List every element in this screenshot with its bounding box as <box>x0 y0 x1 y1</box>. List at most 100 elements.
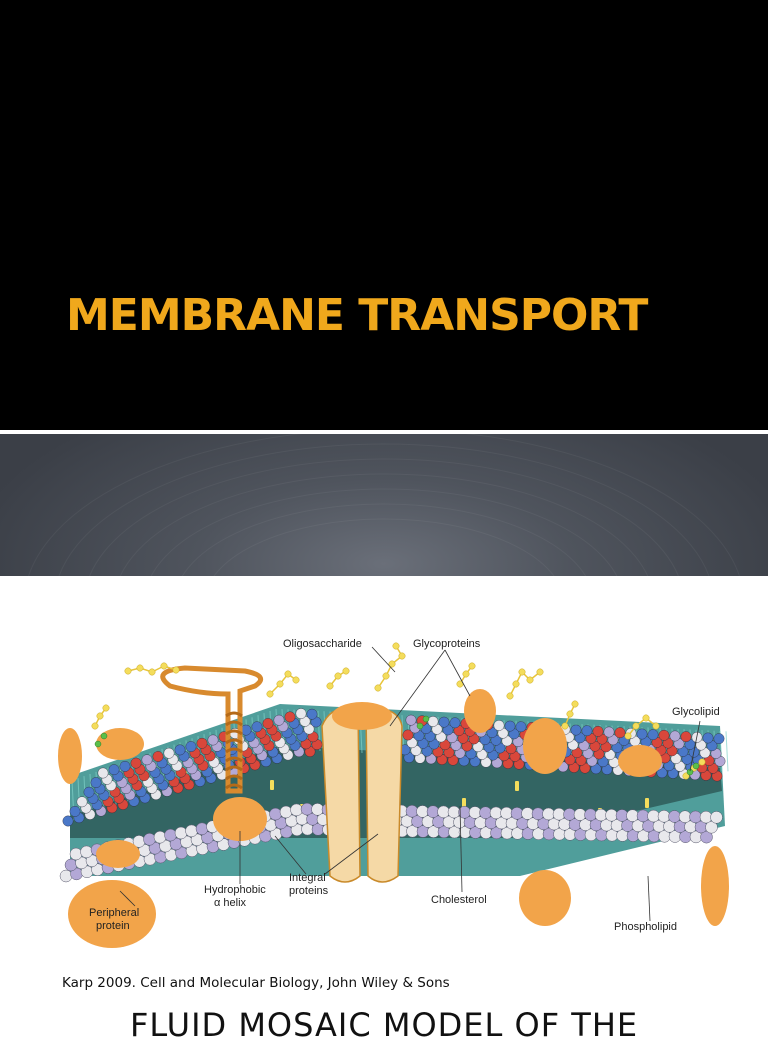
protein-lower-left <box>96 840 140 868</box>
lipid-head <box>449 717 461 729</box>
sugar-unit <box>682 772 690 780</box>
lipid-head <box>592 725 604 737</box>
lipid-head <box>427 716 439 727</box>
sugar-unit <box>334 672 342 680</box>
lipid-head <box>680 731 692 743</box>
cholesterol-molecule <box>645 798 649 808</box>
lipid-head <box>284 711 296 723</box>
alpha-helix-turn <box>225 765 243 772</box>
label-cholesterol: Cholesterol <box>431 894 487 906</box>
lipid-head-lower <box>689 810 702 824</box>
lipid-head-lower <box>269 807 282 821</box>
lipid-head-lower <box>279 805 293 819</box>
sugar-unit <box>506 692 514 700</box>
sugar-unit <box>632 722 640 730</box>
sugar-unit <box>561 722 569 730</box>
lipid-head <box>251 721 263 733</box>
lipid-head-lower <box>290 803 303 817</box>
lipid-head-lower <box>542 807 555 821</box>
lipid-head-lower <box>426 805 440 818</box>
helix-protein-base <box>213 797 267 841</box>
lipid-head <box>196 737 208 749</box>
lipid-head <box>174 744 186 756</box>
lipid-head-lower <box>705 820 718 834</box>
alpha-helix-turn <box>225 756 243 763</box>
sugar-unit <box>292 676 300 684</box>
lipid-head-lower <box>626 809 639 822</box>
channel-protein-left <box>321 707 361 883</box>
lipid-tail <box>725 731 729 772</box>
lipid-head-lower <box>710 811 723 824</box>
sugar-unit <box>326 682 334 690</box>
label-hydrophobic-line1: Hydrophobic <box>204 884 266 896</box>
next-slide-title: FLUID MOSAIC MODEL OF THE <box>130 1006 639 1044</box>
leader-line <box>459 805 463 893</box>
lipid-head-lower <box>657 810 671 823</box>
lipid-head-lower <box>636 809 650 823</box>
membrane-illustration <box>58 642 729 948</box>
sugar-unit <box>536 668 544 676</box>
leader-line <box>647 875 651 922</box>
lipid-head-lower <box>605 808 618 822</box>
channel-protein-right <box>365 707 403 883</box>
glycolipid-sugar <box>692 762 700 770</box>
lipid-head-lower <box>521 807 534 820</box>
label-phospholipid: Phospholipid <box>614 921 677 933</box>
protein-blob-left <box>96 728 144 760</box>
lipid-head <box>141 754 153 766</box>
sugar-unit <box>342 667 350 675</box>
lipid-head <box>62 815 74 827</box>
sugar-unit <box>392 642 400 650</box>
label-peripheral-line1: Peripheral <box>89 907 140 919</box>
lipid-head <box>515 721 527 733</box>
lipid-head-lower <box>500 806 513 820</box>
leader-line <box>389 649 446 727</box>
lipid-head <box>603 726 615 738</box>
leader-line <box>444 649 471 697</box>
fluid-mosaic-diagram: Oligosaccharide Glycoproteins Glycolipid… <box>0 576 768 1024</box>
lipid-head <box>130 757 142 769</box>
alpha-helix-turn <box>225 783 243 790</box>
sugar-unit <box>642 714 650 722</box>
band-arcs <box>28 434 740 576</box>
lipid-head <box>614 727 626 739</box>
lipid-head <box>262 718 274 729</box>
peripheral-protein <box>68 880 156 948</box>
lipid-head-lower <box>584 808 597 822</box>
sugar-unit <box>526 676 534 684</box>
lipid-head <box>438 716 450 728</box>
leader-line <box>324 833 379 875</box>
sugar-unit <box>462 670 470 678</box>
glycolipid-sugar <box>416 722 424 730</box>
lipid-head <box>306 708 318 720</box>
sugar-unit <box>512 680 520 688</box>
sugar-unit <box>284 670 292 678</box>
lipid-head <box>295 708 307 719</box>
label-glycolipid: Glycolipid <box>672 706 720 718</box>
lipid-head <box>76 796 88 808</box>
lipid-head-lower <box>195 822 209 836</box>
lipid-head-lower <box>468 806 482 819</box>
sugar-unit <box>276 680 284 688</box>
cholesterol-molecule <box>462 798 466 808</box>
lipid-head <box>108 764 120 776</box>
channel-protein-cap <box>332 702 392 730</box>
lipid-head-lower <box>552 807 566 821</box>
sugar-unit <box>148 668 156 676</box>
lipid-head <box>207 734 219 746</box>
label-hydrophobic-line2: α helix <box>214 897 247 909</box>
glycoprotein-blob <box>464 689 496 733</box>
lipid-head-lower <box>405 804 419 818</box>
lipid-head-lower <box>143 833 156 846</box>
glycolipid-sugar <box>100 732 108 740</box>
sugar-unit <box>388 660 396 668</box>
title-slide: MEMBRANE TRANSPORT <box>0 0 768 576</box>
label-integral-line2: proteins <box>289 885 329 897</box>
lipid-head <box>90 777 102 789</box>
lipid-head-lower <box>174 826 188 840</box>
lipid-head-lower <box>678 810 692 823</box>
cholesterol-molecule <box>270 780 274 790</box>
lipid-head <box>713 733 725 745</box>
sugar-unit <box>172 666 180 674</box>
sugar-unit <box>136 664 144 672</box>
